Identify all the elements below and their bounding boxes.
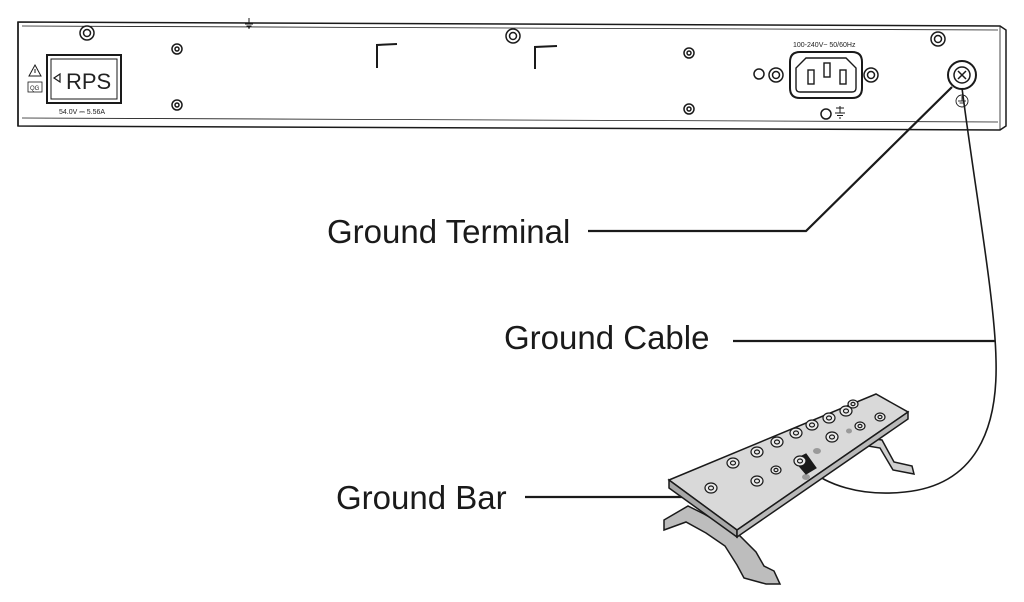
bolt-icon [770, 465, 782, 475]
rps-port [46, 54, 122, 104]
bolt-icon [822, 412, 836, 424]
rps-label: RPS [66, 69, 111, 94]
bolt-icon [847, 399, 859, 409]
hole-icon [753, 68, 765, 80]
leader-lines [525, 86, 995, 499]
ground-bar-label: Ground Bar [336, 479, 507, 516]
ground-cable-label: Ground Cable [504, 319, 710, 356]
cable-lug [793, 453, 817, 475]
ground-terminal-symbol-icon [955, 94, 969, 108]
ground-terminal-label: Ground Terminal [327, 213, 571, 250]
switch-rear-panel [17, 21, 1007, 131]
screw-icon [683, 47, 695, 59]
bolt-icon [854, 421, 866, 431]
screw-icon [171, 43, 183, 55]
earth-symbol-icon [835, 106, 845, 119]
ground-bar [663, 393, 916, 585]
hole-icon [820, 108, 832, 120]
warning-icon [28, 63, 42, 77]
screw-icon [79, 25, 95, 41]
ground-bar-holes [802, 428, 852, 480]
bolt-icon [839, 405, 853, 417]
screw-icon [683, 103, 695, 115]
bolt-icon [704, 482, 718, 494]
bolt-icon [825, 431, 839, 443]
ground-terminal [947, 60, 977, 90]
ac-power-inlet [789, 51, 863, 99]
bolt-icon [726, 457, 740, 469]
screw-icon [768, 67, 784, 83]
bolt-icon [805, 419, 819, 431]
bolt-icon [770, 436, 784, 448]
power-rating: 100-240V~ 50/60Hz [793, 42, 856, 49]
qg-box-icon [27, 81, 43, 93]
screw-icon [505, 28, 521, 44]
screw-icon [930, 31, 946, 47]
arrow-left-icon [52, 72, 61, 84]
bolt-icon [789, 427, 803, 439]
panel-corner-marks [376, 43, 558, 69]
bolt-icon [750, 475, 764, 487]
qg-label: QG [30, 86, 40, 92]
top-ground-symbol-icon [245, 18, 253, 29]
panel-screws [79, 25, 946, 120]
screw-icon [863, 67, 879, 83]
bolt-icon [750, 446, 764, 458]
bolt-icon [874, 412, 886, 422]
ground-terminal-leader [588, 86, 953, 233]
ground-bar-bolts [704, 399, 886, 494]
ground-cable [807, 87, 997, 494]
screw-icon [171, 99, 183, 111]
rps-rating: 54.0V ⎓ 5.56A [59, 109, 105, 116]
